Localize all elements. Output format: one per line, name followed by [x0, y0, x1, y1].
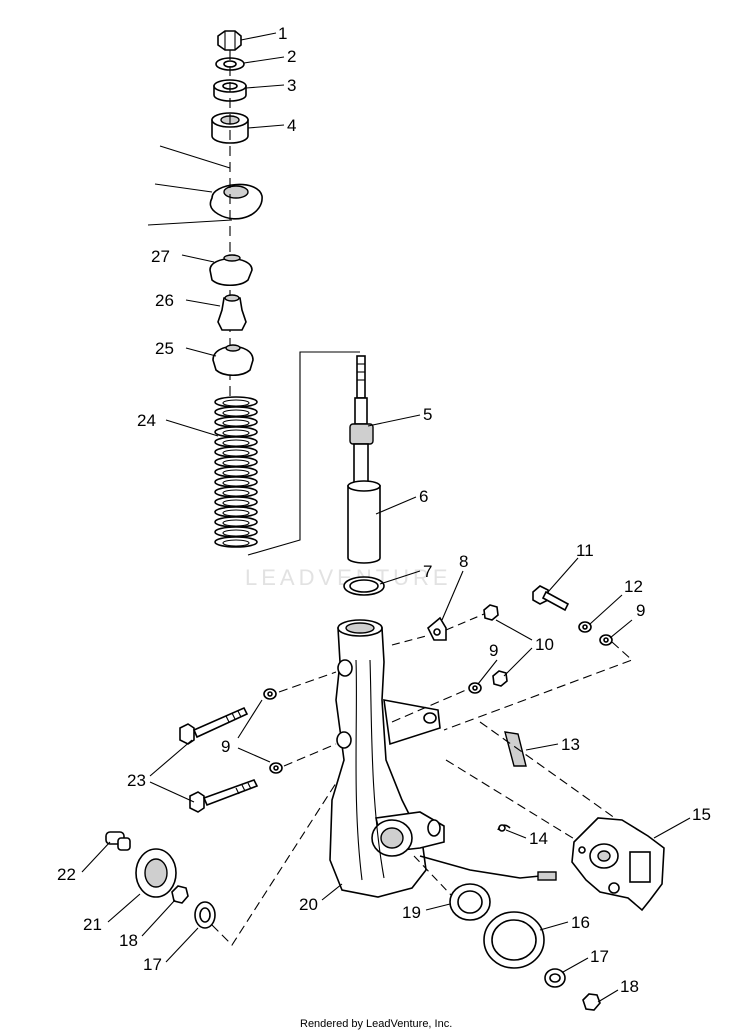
callout-18-left: 18	[119, 931, 138, 950]
part-14-bleeder-wire	[419, 824, 557, 881]
part-17-washer-left	[194, 901, 216, 929]
part-10-nut-upper	[483, 604, 499, 621]
part-1-nut	[217, 30, 242, 51]
callout-8: 8	[459, 552, 468, 571]
callout-14: 14	[529, 829, 548, 848]
part-18-nut-right	[582, 993, 601, 1011]
callout-16: 16	[571, 913, 590, 932]
callout-22: 22	[57, 865, 76, 884]
callout-2: 2	[287, 47, 296, 66]
callout-11: 11	[576, 541, 594, 560]
part-23-bolt-lower	[189, 779, 259, 813]
part-13-brake-pad	[504, 731, 527, 767]
callout-15: 15	[692, 805, 711, 824]
callout-9-caliper: 9	[636, 601, 645, 620]
part-9-washer-caliper	[599, 634, 613, 646]
callout-5: 5	[423, 405, 432, 424]
part-8-bracket	[427, 616, 447, 641]
part-19-seal	[449, 883, 491, 921]
part-20-spindle	[329, 619, 445, 898]
part-16-bearing-ring	[483, 911, 545, 969]
callout-17-left: 17	[143, 955, 162, 974]
callout-10: 10	[535, 635, 554, 654]
callout-9-left: 9	[221, 737, 230, 756]
leader-lines	[81, 32, 691, 1003]
callout-6: 6	[419, 487, 428, 506]
part-9-washer-left-lower	[269, 762, 283, 774]
part-4-bearing-plate	[211, 112, 249, 144]
callout-26: 26	[155, 291, 174, 310]
part-24-coil-spring	[214, 396, 258, 548]
callout-7: 7	[423, 562, 432, 581]
part-23-bolt-upper	[179, 706, 249, 745]
part-21-hub-seal	[135, 848, 177, 898]
part-7-bump-ring	[343, 576, 385, 596]
part-9-washer-right	[468, 682, 482, 694]
part-15-caliper	[571, 817, 665, 912]
part-12-washer	[578, 621, 592, 633]
callout-18-right: 18	[620, 977, 639, 996]
callout-17-right: 17	[590, 947, 609, 966]
part-11-bolt	[532, 585, 570, 612]
part-27-cup	[209, 254, 253, 287]
part-25-cup	[212, 344, 254, 377]
part-10-nut-lower	[492, 670, 508, 687]
callout-3: 3	[287, 76, 296, 95]
callout-12: 12	[624, 577, 643, 596]
part-2-washer	[215, 57, 245, 71]
part-6-shock-body	[347, 480, 381, 564]
callout-labels: 1 2 3 4 27 26 25 24 5 6 7 8 11 12 9 10 9…	[57, 24, 711, 996]
part-17-washer-right	[544, 968, 566, 988]
callout-27: 27	[151, 247, 170, 266]
callout-24: 24	[137, 411, 156, 430]
part-22-grease-cap	[105, 831, 131, 851]
callout-13: 13	[561, 735, 580, 754]
part-26-spacer	[217, 294, 247, 331]
callout-19: 19	[402, 903, 421, 922]
part-9-washer-left-upper	[263, 688, 277, 700]
shock-bracket-lines	[247, 351, 360, 556]
part-5-shock-rod	[349, 355, 374, 485]
callout-21: 21	[83, 915, 102, 934]
frame-mount	[147, 145, 263, 226]
callout-9-right: 9	[489, 641, 498, 660]
callout-20: 20	[299, 895, 318, 914]
callout-1: 1	[278, 24, 287, 43]
callout-25: 25	[155, 339, 174, 358]
footer-credit: Rendered by LeadVenture, Inc.	[300, 1018, 452, 1030]
callout-4: 4	[287, 116, 296, 135]
callout-23: 23	[127, 771, 146, 790]
